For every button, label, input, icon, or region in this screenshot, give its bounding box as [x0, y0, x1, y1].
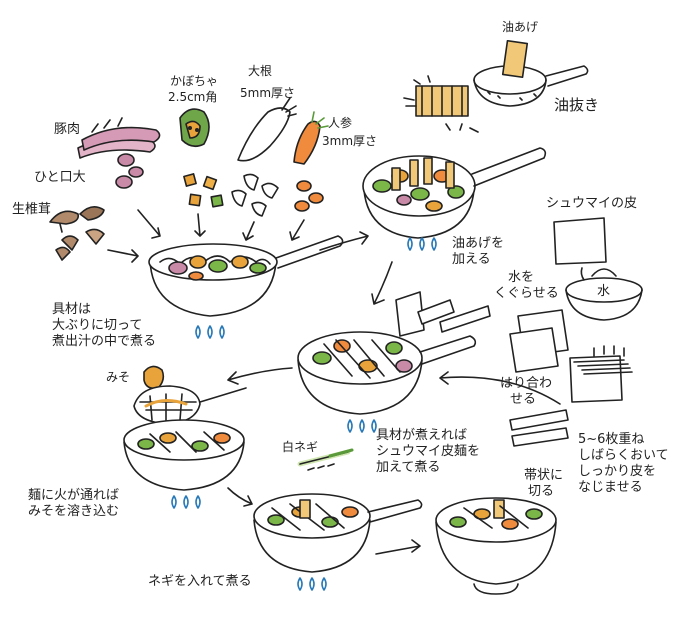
pot-miso — [123, 419, 245, 491]
shumai-wrapper — [553, 217, 607, 265]
label-stack: 5~6枚重ねしばらくおいてしっかり皮をなじませる — [578, 432, 669, 495]
label-add-noodles: 具材が煮えればシュウマイ皮麺を加えて煮る — [376, 428, 481, 475]
daikon — [231, 97, 297, 217]
shiitake-mushrooms — [49, 206, 105, 261]
arrow-to-pot3 — [371, 261, 393, 305]
label-aburaage-prep: 油抜き — [554, 96, 600, 114]
label-pork: 豚肉 — [54, 122, 81, 137]
label-strips: 帯状に切る — [524, 468, 564, 499]
pork-slices — [77, 117, 161, 159]
label-carrot-name: 人参 — [328, 116, 353, 130]
arrow-strips-to-pot — [439, 371, 561, 405]
wet-wrapper — [509, 309, 569, 373]
pot-negi — [253, 493, 423, 573]
noodle-strips-above — [395, 291, 491, 337]
arrows-into-pot — [107, 209, 305, 263]
label-shiitake: 生椎茸 — [12, 202, 52, 217]
pumpkin — [179, 108, 224, 208]
flame-3 — [347, 419, 377, 433]
arrow-to-pot5 — [227, 487, 253, 507]
label-pumpkin-cut: 2.5cm角 — [168, 90, 218, 104]
label-carrot-cut: 3mm厚さ — [322, 134, 378, 148]
label-aburaage: 油あげ — [502, 20, 539, 34]
pork-pieces — [115, 153, 144, 189]
pot-simmer — [148, 235, 344, 317]
label-simmer: 具材は大ぶりに切って煮出汁の中で煮る — [52, 302, 157, 349]
water-bowl — [565, 268, 643, 321]
arrow-to-bowl — [580, 267, 585, 281]
pot-noodles — [297, 331, 477, 415]
label-dissolve-miso: 麺に火が通ればみそを溶き込む — [28, 488, 120, 519]
flame-1 — [195, 325, 225, 339]
carrot — [293, 111, 329, 212]
flame-4 — [171, 495, 201, 509]
label-miso: みそ — [106, 370, 131, 384]
aburaage-pan — [473, 39, 589, 107]
strainer — [133, 385, 247, 425]
strips — [509, 409, 569, 447]
flame-5 — [297, 577, 327, 591]
label-negi: 白ネギ — [282, 440, 319, 454]
label-daikon-name: 大根 — [248, 64, 273, 78]
label-bite-size: ひと口大 — [34, 170, 86, 185]
label-pumpkin-name: かぼちゃ — [170, 74, 219, 88]
pot-aburaage — [362, 147, 547, 239]
arrow-to-pot2 — [319, 231, 369, 251]
label-shumai-wrapper: シュウマイの皮 — [546, 196, 638, 211]
negi — [297, 448, 354, 471]
arrow-to-bowl — [375, 539, 421, 555]
label-add-negi: ネギを入れて煮る — [148, 574, 252, 589]
stacked-wrappers — [569, 345, 633, 403]
miso-blob — [143, 365, 165, 390]
label-daikon-cut: 5mm厚さ — [240, 86, 296, 100]
arrow-to-pot4 — [227, 367, 293, 385]
label-join: はり合わせる — [500, 376, 553, 407]
aburaage-pieces — [403, 75, 479, 133]
label-wet: 水をくぐらせる — [494, 270, 559, 301]
label-add-aburaage: 油あげを加える — [452, 236, 505, 267]
label-water: 水 — [597, 284, 611, 299]
final-bowl — [435, 497, 557, 595]
flame-2 — [407, 237, 437, 251]
